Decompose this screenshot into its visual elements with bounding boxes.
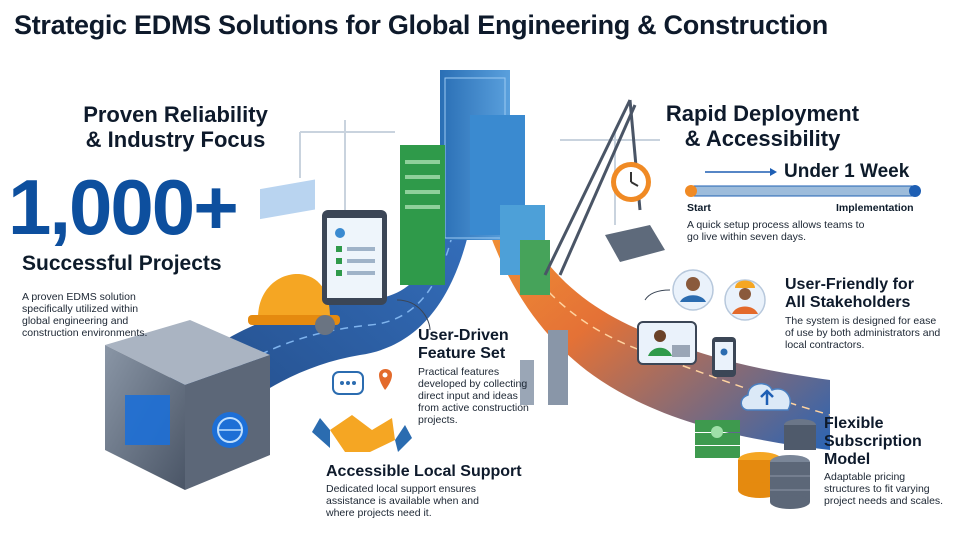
local-support-heading: Accessible Local Support: [326, 463, 522, 480]
local-support-desc-line: assistance is available when and: [326, 495, 479, 507]
projects-count: 1,000+: [8, 163, 239, 251]
user-friendly-desc-line: of use by both administrators and: [785, 327, 941, 339]
chat-bubble-icon: [332, 371, 364, 395]
reliability-heading-line1: Proven Reliability: [83, 102, 268, 127]
deployment-heading-line1: Rapid Deployment: [665, 101, 860, 126]
user-driven-desc-line: developed by collecting: [418, 378, 528, 390]
deployment-heading: Rapid Deployment & Accessibility: [655, 101, 870, 151]
background-crane-left: [299, 120, 395, 215]
timeline-label: Under 1 Week: [784, 161, 910, 182]
subscription-desc-line: project needs and scales.: [824, 495, 944, 507]
phone-icon: [712, 337, 736, 377]
user-friendly-desc-line: local contractors.: [785, 339, 865, 351]
handshake-icon: [312, 415, 412, 452]
reliability-desc-line: construction environments.: [22, 327, 148, 339]
hard-hat-icon: [248, 274, 340, 335]
user-driven-heading: User-Driven Feature Set: [418, 327, 509, 363]
timeline-bar: [685, 168, 921, 197]
local-support-desc-line: Dedicated local support ensures: [326, 483, 477, 495]
user-friendly-description: The system is designed for ease of use b…: [785, 315, 940, 351]
reliability-heading-line2: & Industry Focus: [85, 127, 266, 152]
user-friendly-desc-line: The system is designed for ease: [785, 315, 937, 327]
subscription-desc-line: structures to fit varying: [824, 483, 930, 495]
clock-icon: [611, 162, 651, 202]
city-buildings: [400, 70, 550, 295]
page-title: Strategic EDMS Solutions for Global Engi…: [14, 10, 828, 40]
user-driven-desc-line: from active construction: [418, 402, 529, 414]
subscription-heading: Flexible Subscription Model: [824, 415, 922, 469]
reliability-desc-line: global engineering and: [22, 315, 129, 327]
subscription-heading-line3: Model: [824, 451, 871, 468]
user-driven-description: Practical features developed by collecti…: [418, 366, 529, 426]
subscription-heading-line1: Flexible: [824, 415, 884, 432]
reliability-desc-line: A proven EDMS solution: [22, 291, 136, 303]
location-pin-icon: [379, 369, 392, 390]
subscription-heading-line2: Subscription: [824, 433, 922, 450]
subscription-desc-line: Adaptable pricing: [824, 471, 906, 483]
user-friendly-heading: User-Friendly for All Stakeholders: [785, 276, 914, 312]
timeline-end-label: Implementation: [836, 202, 914, 214]
local-support-desc-line: where projects need it.: [326, 507, 432, 519]
deployment-heading-line2: & Accessibility: [684, 126, 841, 151]
user-driven-heading-line1: User-Driven: [418, 327, 509, 344]
server-cube-icon: [105, 320, 270, 490]
projects-label: Successful Projects: [22, 252, 222, 275]
worker-avatar-icon: [724, 279, 766, 321]
user-driven-desc-line: Practical features: [418, 366, 500, 378]
money-stack-icon: [695, 420, 740, 458]
deployment-description: A quick setup process allows teams to go…: [687, 219, 864, 243]
reliability-desc-line: specifically utilized within: [22, 303, 139, 315]
timeline-start-label: Start: [687, 202, 711, 214]
subscription-description: Adaptable pricing structures to fit vary…: [824, 471, 943, 507]
laptop-user-icon: [637, 321, 697, 365]
user-driven-desc-line: projects.: [418, 414, 458, 426]
tablet-checklist-icon: [322, 210, 387, 305]
user-driven-heading-line2: Feature Set: [418, 345, 506, 362]
deployment-desc-line: A quick setup process allows teams to: [687, 219, 865, 231]
user-friendly-heading-line2: All Stakeholders: [785, 294, 911, 311]
cloud-upload-icon: [740, 383, 792, 411]
deployment-desc-line: go live within seven days.: [687, 231, 807, 243]
local-support-description: Dedicated local support ensures assistan…: [326, 483, 479, 519]
database-icon: [770, 455, 810, 509]
right-road: [470, 160, 830, 450]
user-driven-desc-line: direct input and ideas: [418, 390, 518, 402]
database-icon: [784, 419, 816, 450]
reliability-heading: Proven Reliability & Industry Focus: [68, 102, 283, 152]
reliability-description: A proven EDMS solution specifically util…: [22, 291, 147, 339]
worker-avatar-icon: [672, 269, 714, 311]
user-friendly-heading-line1: User-Friendly for: [785, 276, 914, 293]
